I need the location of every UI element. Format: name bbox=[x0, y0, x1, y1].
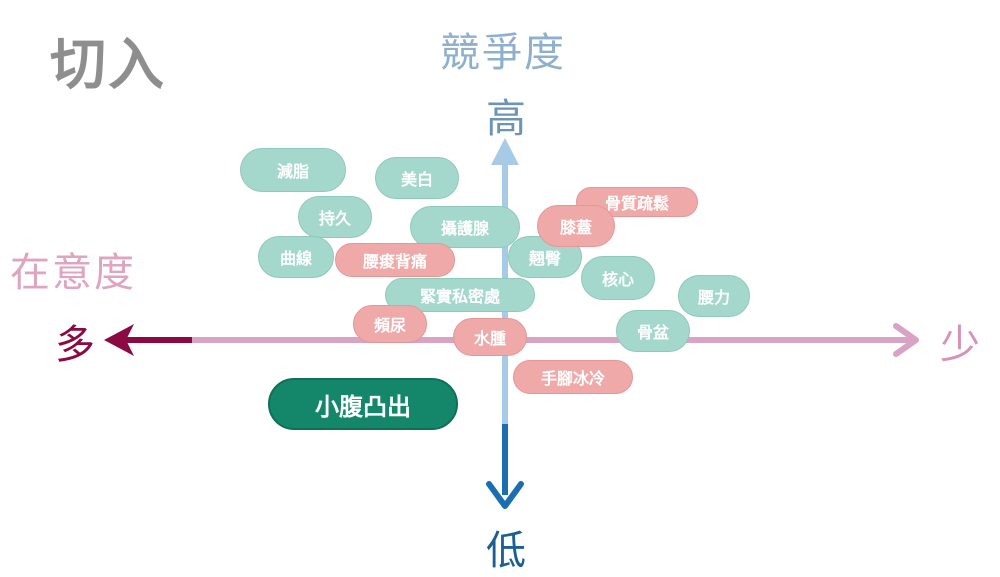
x-axis-less-label: 少 bbox=[940, 322, 980, 368]
y-axis-title: 競爭度 bbox=[440, 30, 566, 76]
tag-knee: 膝蓋 bbox=[537, 205, 615, 247]
y-axis-down-arrowhead bbox=[486, 481, 524, 509]
tag-endurance: 持久 bbox=[298, 196, 372, 238]
tag-osteoporosis: 骨質疏鬆 bbox=[576, 187, 698, 217]
x-axis-more-label: 多 bbox=[55, 322, 95, 368]
tag-intimate-tightening: 緊實私密處 bbox=[385, 278, 535, 312]
x-axis-left-arrowhead bbox=[104, 324, 134, 356]
tag-cold-hands-feet: 手腳冰冷 bbox=[513, 360, 633, 394]
tag-edema: 水腫 bbox=[453, 318, 527, 356]
y-axis-high-label: 高 bbox=[486, 96, 526, 142]
tag-core: 核心 bbox=[581, 256, 655, 300]
y-axis-up-arrowhead bbox=[491, 138, 519, 165]
tag-back-pain: 腰痠背痛 bbox=[335, 243, 455, 277]
tag-whitening: 美白 bbox=[375, 157, 459, 199]
page-title: 切入 bbox=[50, 33, 166, 98]
tag-belly-bulge-highlight: 小腹凸出 bbox=[268, 378, 458, 430]
x-axis-right-arrowhead bbox=[893, 323, 919, 357]
tag-body-curves: 曲線 bbox=[258, 236, 334, 278]
tag-pelvis: 骨盆 bbox=[616, 310, 690, 352]
tag-prostate: 攝護腺 bbox=[410, 206, 520, 248]
tag-frequent-urination: 頻尿 bbox=[353, 305, 427, 343]
tag-lumbar-strength: 腰力 bbox=[678, 275, 750, 317]
x-axis-title: 在意度 bbox=[10, 250, 136, 296]
y-axis-low-label: 低 bbox=[486, 528, 526, 574]
tag-fat-reduction: 減脂 bbox=[240, 148, 346, 192]
